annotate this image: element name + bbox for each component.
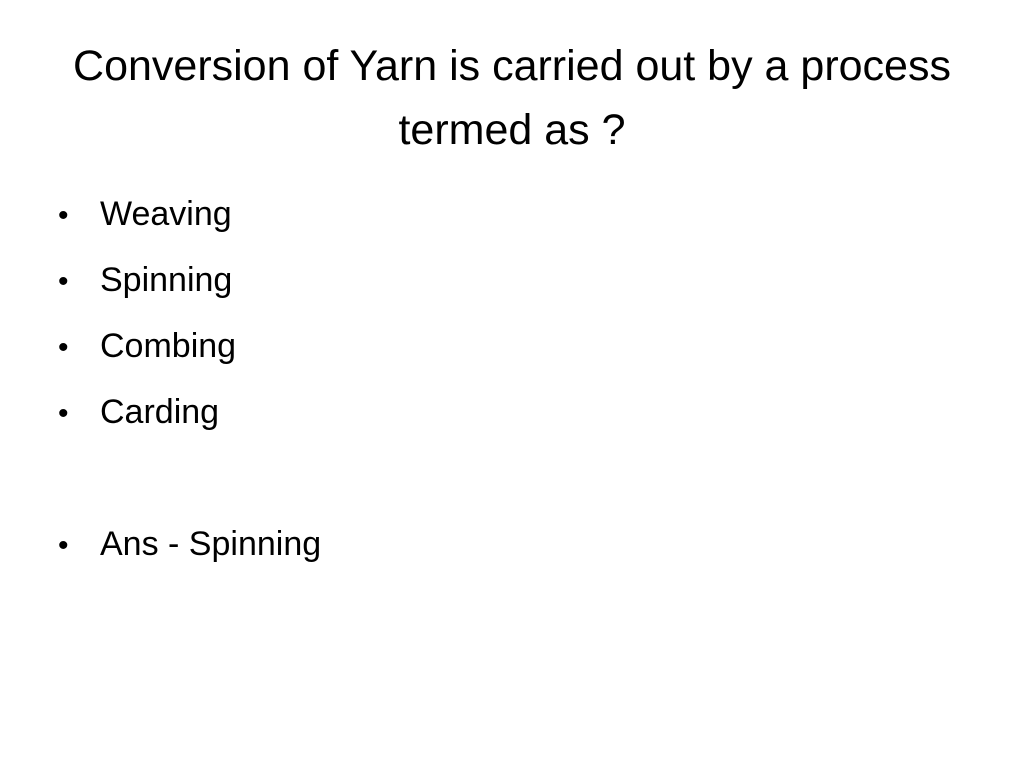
answer-item: • Ans - Spinning — [58, 518, 958, 584]
option-spinning: Spinning — [100, 261, 233, 299]
bullet-list: • Weaving • Spinning • Combing • Carding… — [58, 188, 958, 584]
list-item: • Carding — [58, 386, 958, 452]
bullet-icon: • — [58, 529, 69, 562]
bullet-icon: • — [58, 331, 69, 364]
list-item: • Combing — [58, 320, 958, 386]
list-item: • Spinning — [58, 254, 958, 320]
answer-text: Ans - Spinning — [100, 525, 322, 563]
bullet-icon: • — [58, 199, 69, 232]
bullet-icon: • — [58, 265, 69, 298]
slide-title: Conversion of Yarn is carried out by a p… — [73, 42, 951, 154]
option-combing: Combing — [100, 327, 237, 365]
bullet-icon: • — [58, 397, 69, 430]
list-item: • Weaving — [58, 188, 958, 254]
option-weaving: Weaving — [100, 195, 232, 233]
option-carding: Carding — [100, 393, 220, 431]
